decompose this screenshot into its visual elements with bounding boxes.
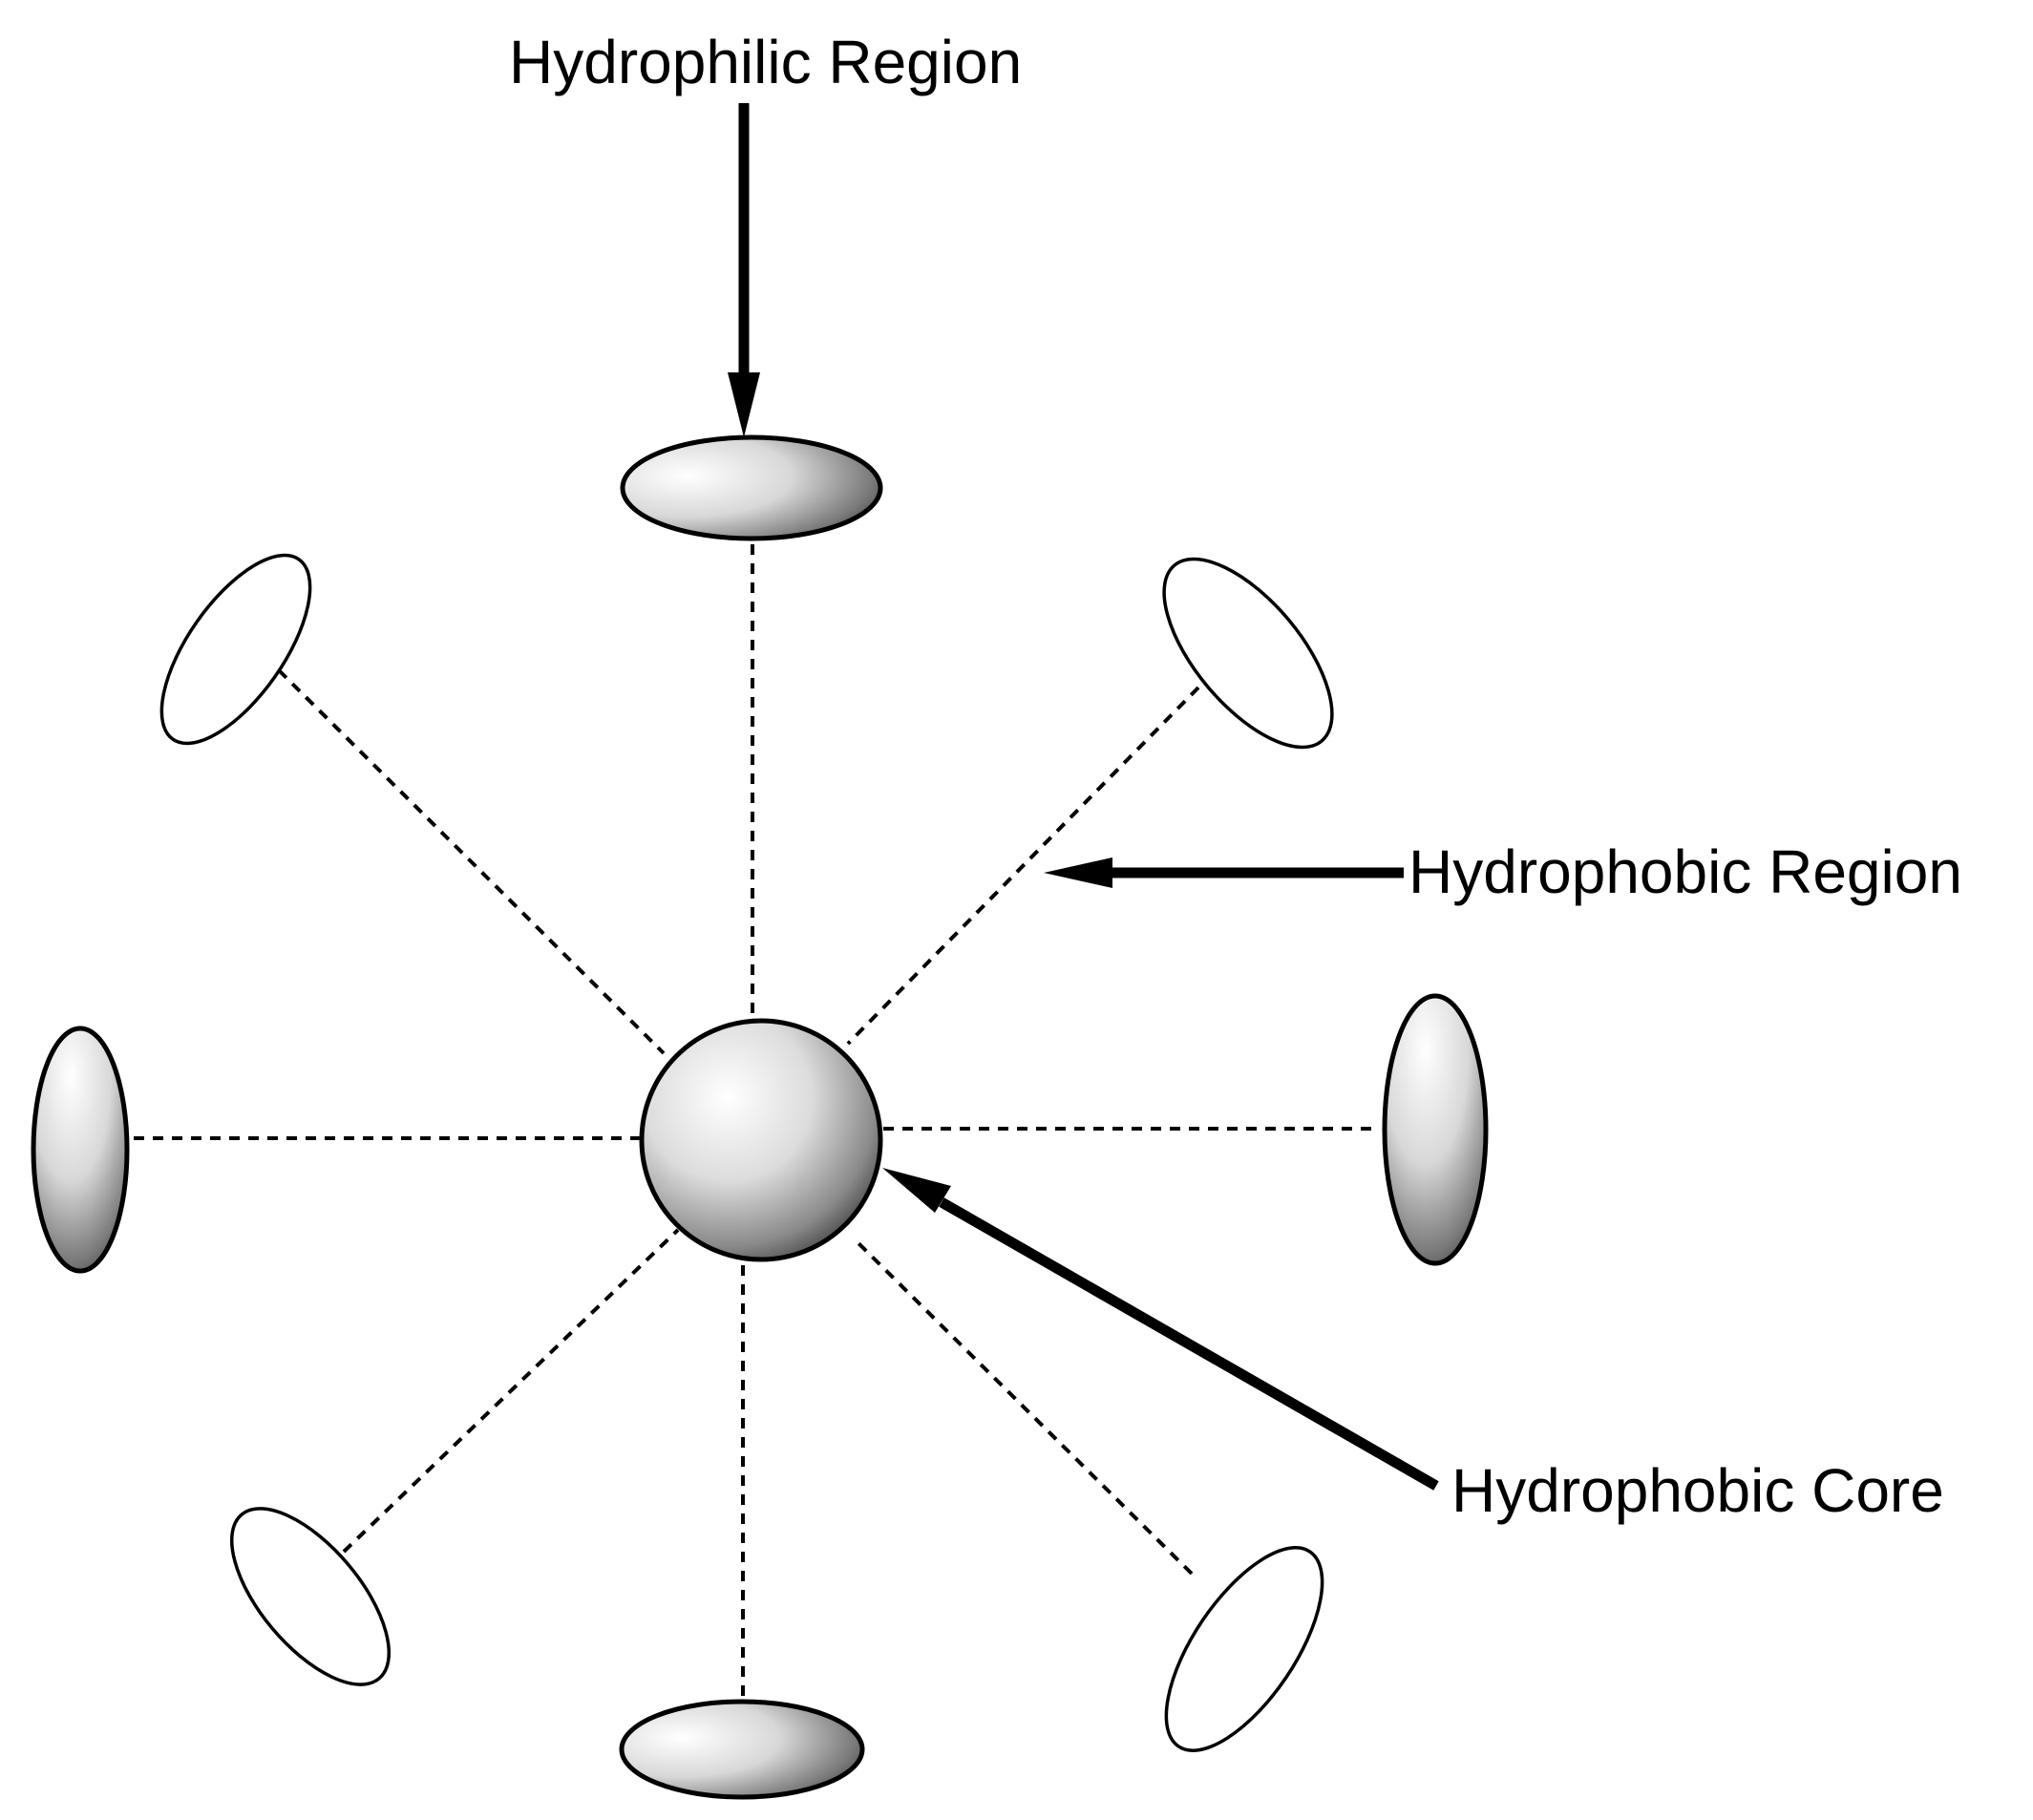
label-hydrophilic-region: Hydrophilic Region bbox=[509, 28, 1022, 96]
label-hydrophobic-core: Hydrophobic Core bbox=[1451, 1456, 1944, 1525]
connector-lower-left bbox=[342, 1228, 680, 1554]
head-group-lower-left bbox=[229, 1507, 392, 1686]
head-group-top bbox=[620, 434, 883, 541]
connector-upper-left bbox=[277, 668, 666, 1055]
hydrophobic-core-pointer-arrow bbox=[882, 1168, 1439, 1491]
label-hydrophobic-region: Hydrophobic Region bbox=[1408, 837, 1962, 906]
hydrophobic-region-pointer-arrow bbox=[1044, 857, 1404, 888]
head-group-right bbox=[1382, 993, 1489, 1266]
hydrophilic-pointer-arrow bbox=[728, 103, 760, 437]
head-group-upper-right bbox=[1162, 557, 1334, 750]
connector-upper-right bbox=[846, 686, 1200, 1046]
head-group-lower-right bbox=[1164, 1546, 1324, 1752]
head-group-upper-left bbox=[159, 553, 312, 746]
hydrophobic-core-sphere bbox=[639, 1018, 883, 1262]
connector-lower-right bbox=[853, 1238, 1194, 1576]
tail-connectors bbox=[134, 544, 1375, 1702]
head-group-bottom bbox=[619, 1699, 865, 1800]
head-group-left bbox=[31, 1026, 130, 1274]
